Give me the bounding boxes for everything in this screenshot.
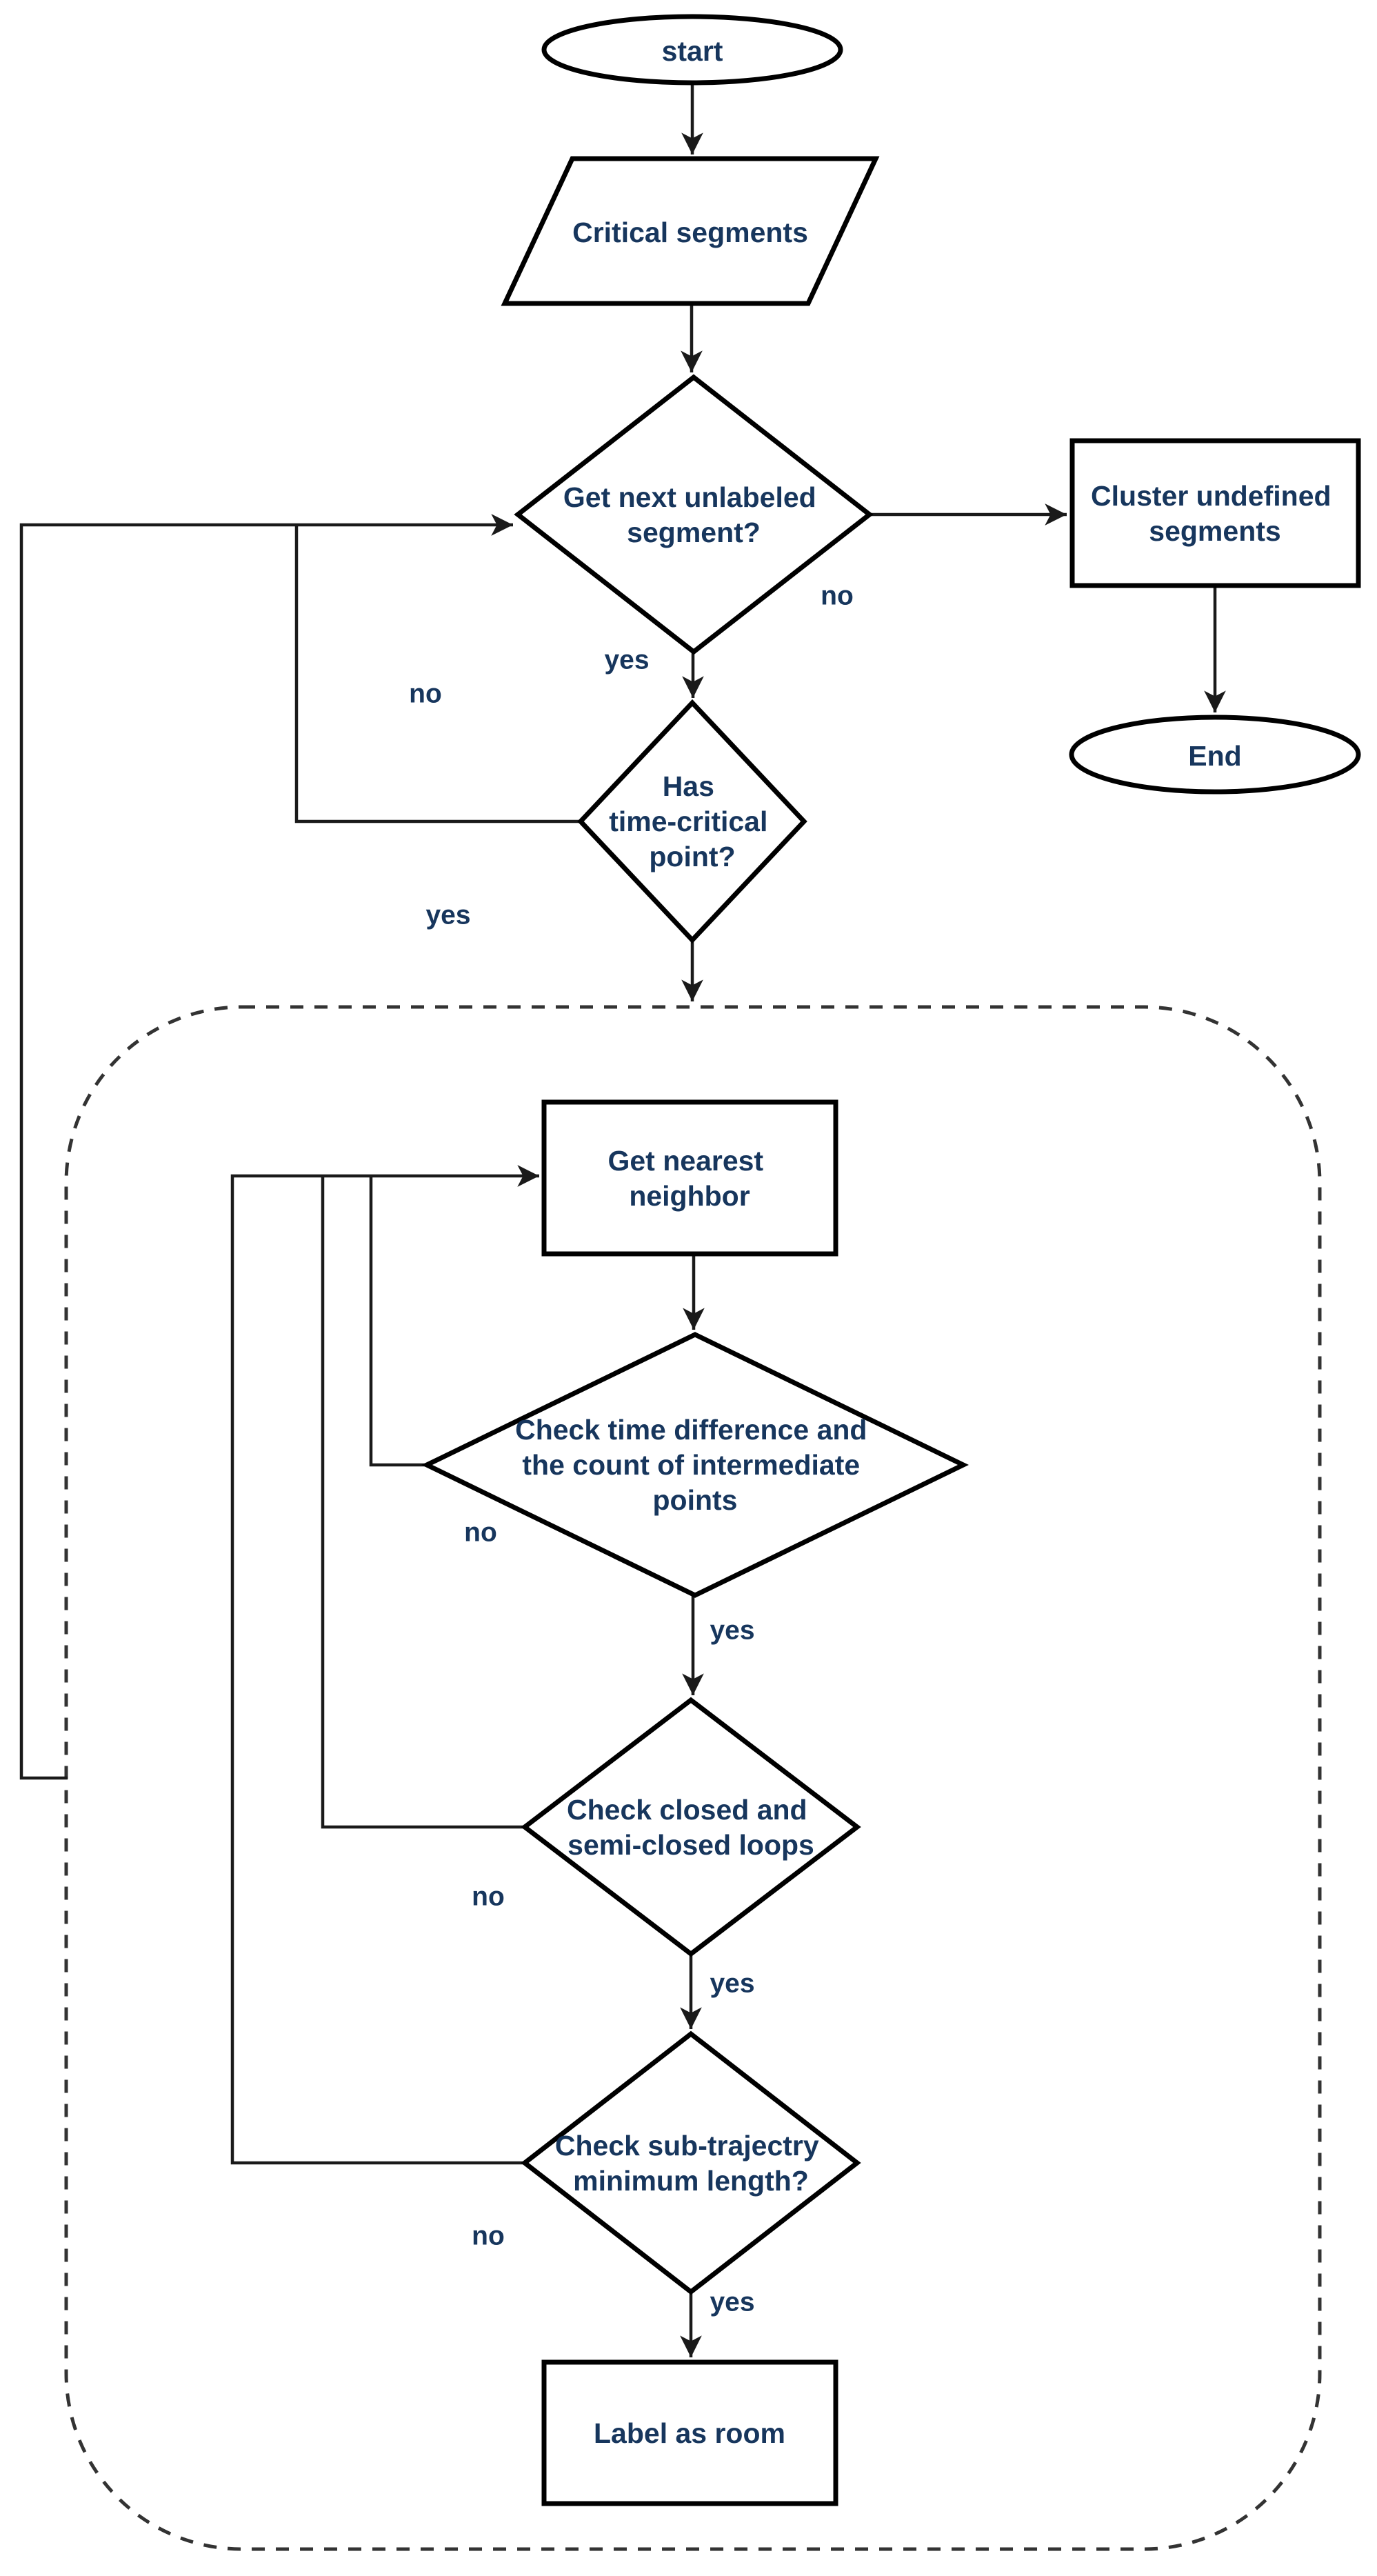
time-critical-label-line2: time-critical xyxy=(609,806,767,837)
edge-check-loops-no-feedback xyxy=(321,1176,525,1829)
cluster-undefined-segments-node xyxy=(1069,438,1361,588)
edge-check-length-no-feedback-to-neighbor xyxy=(230,1165,539,2165)
end-node xyxy=(1069,715,1361,795)
get-next-unlabeled-segment-decision xyxy=(514,374,874,655)
check-subtrajectory-length-decision xyxy=(521,2030,861,2295)
check-subtrajectory-length-label: Check sub-trajectry minimum length? xyxy=(555,2130,827,2197)
check-time-difference-decision xyxy=(421,1332,969,1598)
has-time-critical-point-decision xyxy=(577,699,807,944)
check-closed-loops-decision xyxy=(521,1697,861,1957)
critical-segments-node xyxy=(501,156,880,306)
neighbor-label-line1: Get nearest xyxy=(607,1145,763,1177)
check-length-label-line2: minimum length? xyxy=(573,2165,809,2197)
check-loops-label-line1: Check closed and xyxy=(567,1794,807,1826)
time-critical-label-line3: point? xyxy=(649,841,735,872)
neighbor-label-line2: neighbor xyxy=(629,1180,750,1212)
cluster-label-line2: segments xyxy=(1149,515,1280,547)
get-nearest-neighbor-node xyxy=(541,1099,838,1257)
edge-label-has-time-critical-no: no xyxy=(409,679,442,709)
edge-label-check-loops-yes: yes xyxy=(710,1969,754,1999)
check-length-label-line1: Check sub-trajectry xyxy=(555,2130,819,2161)
edge-label-check-length-no: no xyxy=(472,2221,505,2251)
end-node-label: End xyxy=(1188,740,1241,772)
get-next-unlabeled-segment-label: Get next unlabeled segment? xyxy=(563,481,824,548)
time-critical-label-line1: Has xyxy=(663,770,714,802)
cluster-label-line1: Cluster undefined xyxy=(1091,480,1331,512)
edge-check-diff-no-feedback xyxy=(369,1176,427,1467)
check-diff-label-line1: Check time difference and xyxy=(515,1414,867,1446)
start-node-label: start xyxy=(662,35,723,67)
edge-label-has-time-critical-yes: yes xyxy=(425,901,470,930)
edge-label-check-loops-no: no xyxy=(472,1882,505,1912)
label-as-room-label: Label as room xyxy=(594,2417,785,2449)
get-next-label-line2: segment? xyxy=(627,517,761,548)
critical-segments-label: Critical segments xyxy=(572,217,808,248)
check-closed-loops-label: Check closed and semi-closed loops xyxy=(567,1794,815,1861)
edge-has-time-critical-no-feedback xyxy=(294,525,581,823)
edge-label-check-length-yes: yes xyxy=(710,2288,754,2317)
edge-label-check-diff-yes: yes xyxy=(710,1616,754,1646)
get-next-label-line1: Get next unlabeled xyxy=(563,481,816,513)
edge-label-check-diff-no: no xyxy=(464,1518,497,1548)
check-diff-label-line3: points xyxy=(653,1484,738,1516)
check-loops-label-line2: semi-closed loops xyxy=(567,1829,814,1861)
start-node xyxy=(541,14,843,86)
edge-subprocess-loop-to-get-next xyxy=(19,514,513,1780)
cluster-undefined-segments-label: Cluster undefined segments xyxy=(1091,480,1339,547)
label-as-room-node xyxy=(541,2359,838,2506)
edge-label-get-next-no: no xyxy=(821,581,854,611)
get-nearest-neighbor-label: Get nearest neighbor xyxy=(607,1145,771,1212)
edge-label-get-next-yes: yes xyxy=(604,646,649,675)
check-diff-label-line2: the count of intermediate xyxy=(522,1449,860,1481)
has-time-critical-point-label: Has time-critical point? xyxy=(609,770,776,872)
check-time-difference-label: Check time difference and the count of i… xyxy=(515,1414,875,1516)
